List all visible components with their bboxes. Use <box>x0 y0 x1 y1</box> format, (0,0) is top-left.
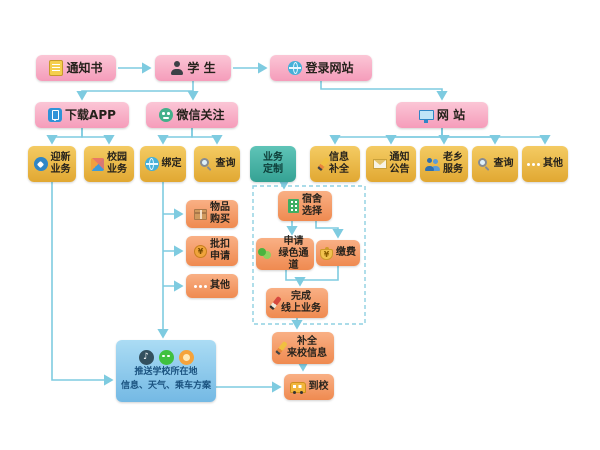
node-student: 学 生 <box>155 55 231 81</box>
node-other-website: 其他 <box>522 146 568 182</box>
badge-icon <box>33 157 48 171</box>
globe-icon <box>288 61 303 75</box>
campus-service-label: 校园 业务 <box>107 152 127 175</box>
push-panel-line1: 推送学校所在地 <box>134 367 198 378</box>
query-wechat-label: 查询 <box>215 158 236 170</box>
payment-label: 缴费 <box>336 247 356 259</box>
ellipsis-icon <box>194 284 207 288</box>
node-batch-deduction: 批扣 申请 <box>186 236 238 266</box>
pencil-icon <box>275 340 288 356</box>
hometown-service-label: 老乡 服务 <box>443 152 463 175</box>
info-fill-label: 信息 补全 <box>329 152 349 175</box>
package-icon <box>194 208 207 220</box>
other-website-label: 其他 <box>543 158 563 170</box>
node-welcome-service: 迎新 业务 <box>28 146 76 182</box>
node-item-purchase: 物品 购买 <box>186 200 238 228</box>
green-channel-label: 申请 绿色通道 <box>278 236 309 271</box>
node-query-wechat: 查询 <box>194 146 240 182</box>
arrive-school-label: 到校 <box>308 381 329 393</box>
people-icon <box>425 157 440 171</box>
node-wechat-follow: 微信关注 <box>146 102 238 128</box>
node-download-app: 下载APP <box>35 102 129 128</box>
notification-letter-label: 通知书 <box>66 60 103 75</box>
node-complete-online-business: 完成 线上业务 <box>266 288 328 318</box>
node-info-fill: 信息 补全 <box>310 146 360 182</box>
batch-deduction-label: 批扣 申请 <box>210 239 230 262</box>
pen-icon <box>269 295 282 311</box>
other-wechat-label: 其他 <box>210 280 230 292</box>
node-bind: 绑定 <box>140 146 186 182</box>
node-arrive-school: 到校 <box>284 374 334 400</box>
wechat-icon <box>158 350 174 366</box>
wechat-follow-label: 微信关注 <box>176 107 225 122</box>
node-business-custom: 业务 定制 <box>250 146 296 182</box>
bus-icon <box>289 381 306 394</box>
globe-icon <box>144 157 159 171</box>
coin-icon <box>194 244 207 258</box>
online-business-dashed-group <box>252 185 366 325</box>
magnifier-icon <box>477 157 491 171</box>
node-website: 网 站 <box>396 102 488 128</box>
green-pods-icon <box>258 248 272 260</box>
node-payment: 缴费 <box>316 240 360 266</box>
moneybag-icon <box>320 247 333 260</box>
dorm-selection-label: 宿舍 选择 <box>302 194 322 217</box>
welcome-service-label: 迎新 业务 <box>50 152 71 175</box>
phone-app-icon <box>48 108 63 122</box>
node-login-website: 登录网站 <box>270 55 372 81</box>
fill-arrival-info-label: 补全 来校信息 <box>287 336 327 359</box>
push-panel-line2: 信息、天气、乘车方案 <box>120 380 211 391</box>
campus-grid-icon <box>91 157 104 171</box>
monitor-icon <box>418 110 434 123</box>
pencil-icon <box>317 156 330 172</box>
node-green-channel: 申请 绿色通道 <box>256 236 314 271</box>
business-custom-label: 业务 定制 <box>263 152 283 175</box>
item-purchase-label: 物品 购买 <box>210 202 230 225</box>
document-icon <box>49 60 64 76</box>
login-website-label: 登录网站 <box>305 60 354 75</box>
graduate-person-icon <box>170 61 184 75</box>
website-label: 网 站 <box>436 107 466 122</box>
ellipsis-icon <box>527 162 540 166</box>
student-label: 学 生 <box>187 60 216 75</box>
notice-announcement-label: 通知 公告 <box>389 152 410 175</box>
node-query-website: 查询 <box>472 146 518 182</box>
building-icon <box>288 199 299 213</box>
node-other-wechat: 其他 <box>186 274 238 298</box>
complete-online-business-label: 完成 线上业务 <box>281 291 321 314</box>
wechat-icon <box>159 108 174 122</box>
download-app-label: 下载APP <box>65 107 116 122</box>
node-notification-letter: 通知书 <box>36 55 116 81</box>
push-panel-icons <box>138 350 194 366</box>
node-fill-arrival-info: 补全 来校信息 <box>272 332 334 364</box>
node-notice-announcement: 通知 公告 <box>366 146 416 182</box>
node-campus-service: 校园 业务 <box>84 146 134 182</box>
node-dorm-selection: 宿舍 选择 <box>278 191 332 221</box>
bind-label: 绑定 <box>161 158 182 170</box>
node-hometown-service: 老乡 服务 <box>420 146 468 182</box>
music-app-icon <box>138 350 154 366</box>
query-website-label: 查询 <box>493 158 514 170</box>
magnifier-icon <box>199 157 213 171</box>
weather-sun-icon <box>178 350 194 366</box>
push-info-panel: 推送学校所在地 信息、天气、乘车方案 <box>116 340 216 402</box>
envelope-icon <box>372 159 387 169</box>
